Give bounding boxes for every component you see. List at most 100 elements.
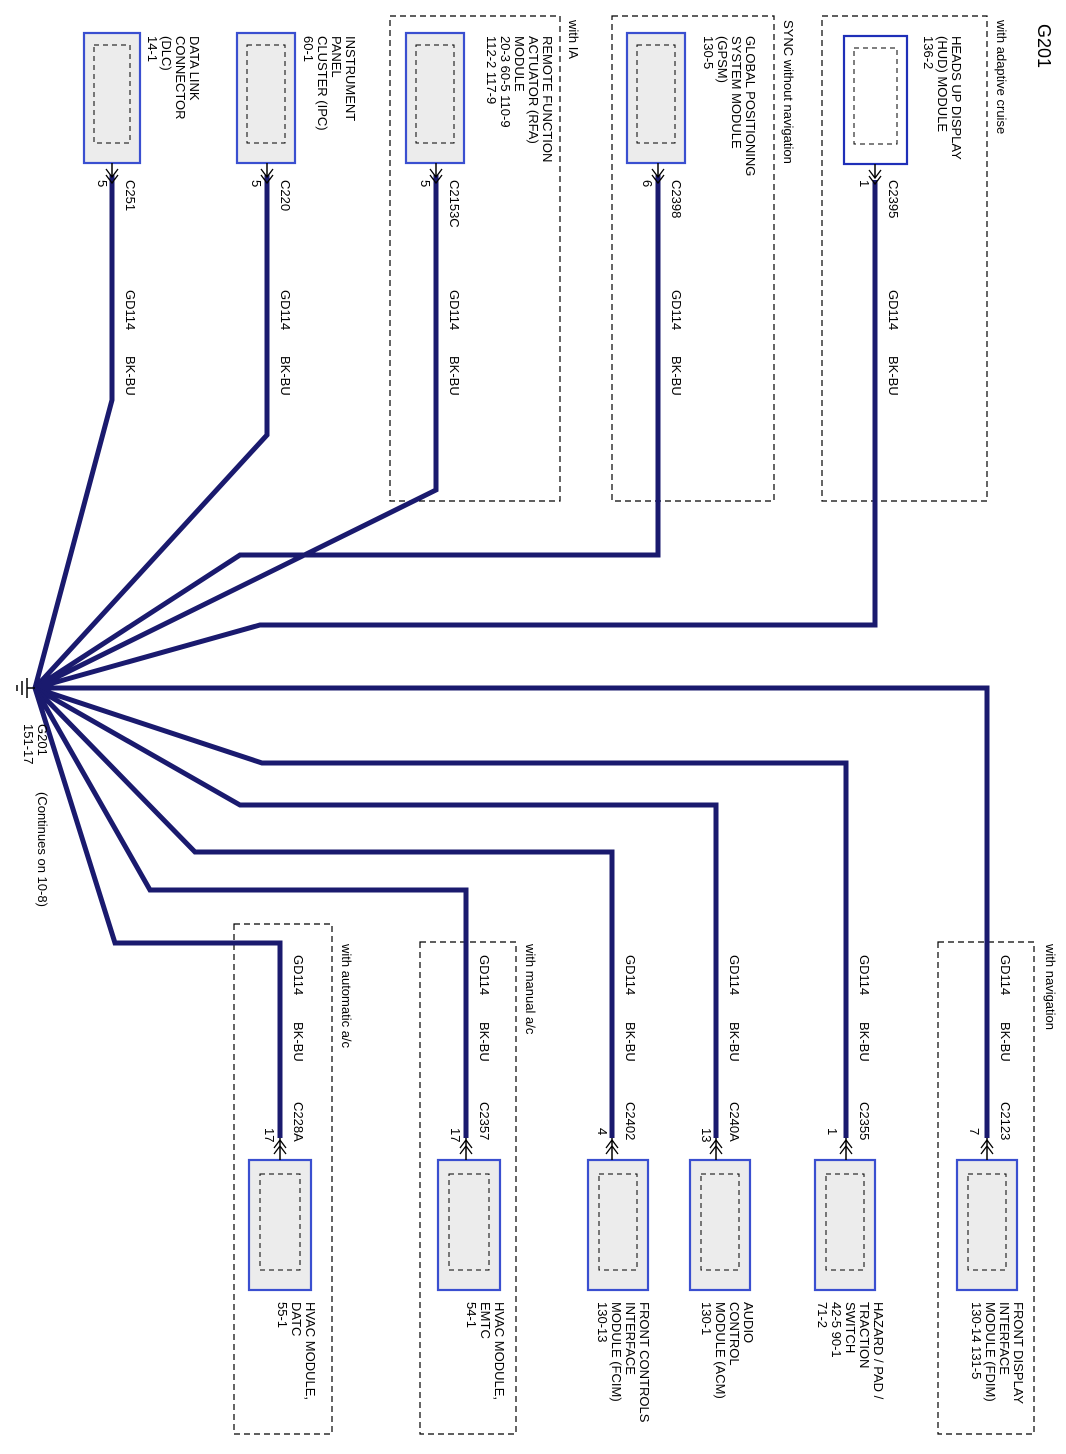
module-fcim-name-line: FRONT CONTROLS xyxy=(637,1302,652,1423)
pin-emtc-number: 17 xyxy=(448,1128,463,1142)
ground-wires xyxy=(32,175,990,1138)
module-emtc xyxy=(436,1158,502,1292)
module-acm-name-line: AUDIO xyxy=(741,1302,756,1343)
group-emtc-label: with manual a/c xyxy=(523,943,538,1035)
module-hazard-name-line: 42-5 90-1 xyxy=(829,1302,844,1358)
module-fcim-name-line: 130-13 xyxy=(595,1302,610,1342)
wire-gpsm xyxy=(33,175,661,691)
connector-datc-id: C228A xyxy=(291,1102,306,1142)
wire-fcim-color: BK-BU xyxy=(623,1022,638,1062)
wire-rfa xyxy=(33,175,439,691)
connector-acm-id: C240A xyxy=(727,1102,742,1142)
module-acm-name-line: CONTROL xyxy=(727,1302,742,1366)
module-ipc-name-line: 60-1 xyxy=(301,36,316,62)
wire-dlc-color: BK-BU xyxy=(123,356,138,396)
module-dlc-name-line: 14-1 xyxy=(145,36,160,62)
pin-dlc-number: 5 xyxy=(95,180,110,187)
module-emtc-name-line: 54-1 xyxy=(464,1302,479,1328)
pin-gpsm-number: 6 xyxy=(640,180,655,187)
module-gpsm-name-line: SYSTEM MODULE xyxy=(729,36,744,149)
module-hazard xyxy=(813,1158,877,1292)
connector-fcim-id: C2402 xyxy=(623,1102,638,1140)
pin-acm-number: 13 xyxy=(699,1128,714,1142)
wire-datc xyxy=(32,687,283,1138)
module-emtc-name-line: HVAC MODULE, xyxy=(492,1302,507,1400)
wire-emtc xyxy=(32,686,469,1138)
module-hazard-name-line: HAZARD / PAD / xyxy=(871,1302,886,1400)
wire-hazard-color: BK-BU xyxy=(857,1022,872,1062)
group-fdim-label: with navigation xyxy=(1043,943,1058,1030)
connector-fdim-id: C2123 xyxy=(998,1102,1013,1140)
pin-hud-number: 1 xyxy=(857,180,872,187)
connector-hazard-id: C2355 xyxy=(857,1102,872,1140)
wire-datc-code: GD114 xyxy=(291,955,306,995)
group-box-rfa xyxy=(389,15,561,502)
module-hud xyxy=(842,34,909,166)
wire-fdim-code: GD114 xyxy=(998,955,1013,995)
connector-hud-id: C2395 xyxy=(886,180,901,218)
wire-fcim xyxy=(33,686,615,1138)
wire-rfa-color: BK-BU xyxy=(447,356,462,396)
wire-acm xyxy=(33,685,719,1138)
wire-gpsm-code: GD114 xyxy=(669,290,684,330)
module-hud-name-line: 136-2 xyxy=(921,36,936,69)
ground-label: G201 xyxy=(35,724,50,756)
connector-ipc-icon xyxy=(260,168,274,179)
module-fdim-inner xyxy=(967,1173,1007,1271)
module-dlc-name-line: DATA LINK xyxy=(187,36,202,101)
module-acm-name-line: 130-1 xyxy=(699,1302,714,1335)
module-datc-name-line: 55-1 xyxy=(275,1302,290,1328)
connector-hud-icon xyxy=(868,169,882,180)
pin-hazard-number: 1 xyxy=(825,1128,840,1135)
module-fcim-name-line: INTERFACE xyxy=(623,1302,638,1375)
diagram-title: G201 xyxy=(1034,24,1054,68)
group-box-gpsm xyxy=(611,15,775,502)
module-fcim-inner xyxy=(598,1173,638,1271)
wire-ipc xyxy=(33,175,270,690)
module-datc-name-line: HVAC MODULE, xyxy=(303,1302,318,1400)
wire-acm-code: GD114 xyxy=(727,955,742,995)
wire-rfa-code: GD114 xyxy=(447,290,462,330)
wire-hud-color: BK-BU xyxy=(886,356,901,396)
module-acm xyxy=(688,1158,752,1292)
module-ipc-inner xyxy=(246,44,286,144)
wire-fdim-color: BK-BU xyxy=(998,1022,1013,1062)
ground-ref: 151-17 xyxy=(21,724,36,764)
group-datc-label: with automatic a/c xyxy=(339,943,354,1049)
module-datc-inner xyxy=(259,1173,301,1271)
wire-gpsm-color: BK-BU xyxy=(669,356,684,396)
module-fdim-name-line: 130-14 131-5 xyxy=(969,1302,984,1379)
module-ipc-name-line: PANEL xyxy=(329,36,344,78)
pin-fcim-number: 4 xyxy=(595,1128,610,1135)
module-fcim xyxy=(586,1158,650,1292)
connector-acm-icon xyxy=(709,1138,723,1149)
wire-emtc-color: BK-BU xyxy=(477,1022,492,1062)
modules xyxy=(82,31,1019,1292)
group-box-emtc xyxy=(419,941,517,1435)
connector-fdim-icon xyxy=(980,1138,994,1149)
module-gpsm-inner xyxy=(636,44,676,144)
module-acm-inner xyxy=(700,1173,740,1271)
module-rfa-name-line: 112-2 117-9 xyxy=(484,36,499,104)
wire-hazard-code: GD114 xyxy=(857,955,872,995)
module-rfa-name-line: 20-3 60-5 110-9 xyxy=(498,36,513,128)
pin-ipc-number: 5 xyxy=(249,180,264,187)
group-rfa-label: with IA xyxy=(566,19,581,59)
module-fdim-name-line: MODULE (FDIM) xyxy=(983,1302,998,1402)
wire-hazard xyxy=(34,685,849,1138)
module-ipc-name-line: CLUSTER (IPC) xyxy=(315,36,330,131)
group-box-fdim xyxy=(937,941,1035,1435)
module-hazard-name-line: TRACTION xyxy=(857,1302,872,1368)
wire-emtc-code: GD114 xyxy=(477,955,492,995)
module-ipc-name-line: INSTRUMENT xyxy=(343,36,358,121)
module-hazard-name-line: SWITCH xyxy=(843,1302,858,1353)
wire-dlc xyxy=(32,175,115,689)
group-box-datc xyxy=(233,923,333,1435)
connector-datc-icon xyxy=(273,1138,287,1149)
module-dlc-inner xyxy=(93,44,131,144)
module-fdim xyxy=(955,1158,1019,1292)
module-dlc xyxy=(82,31,142,165)
module-acm-name-line: MODULE (ACM) xyxy=(713,1302,728,1399)
